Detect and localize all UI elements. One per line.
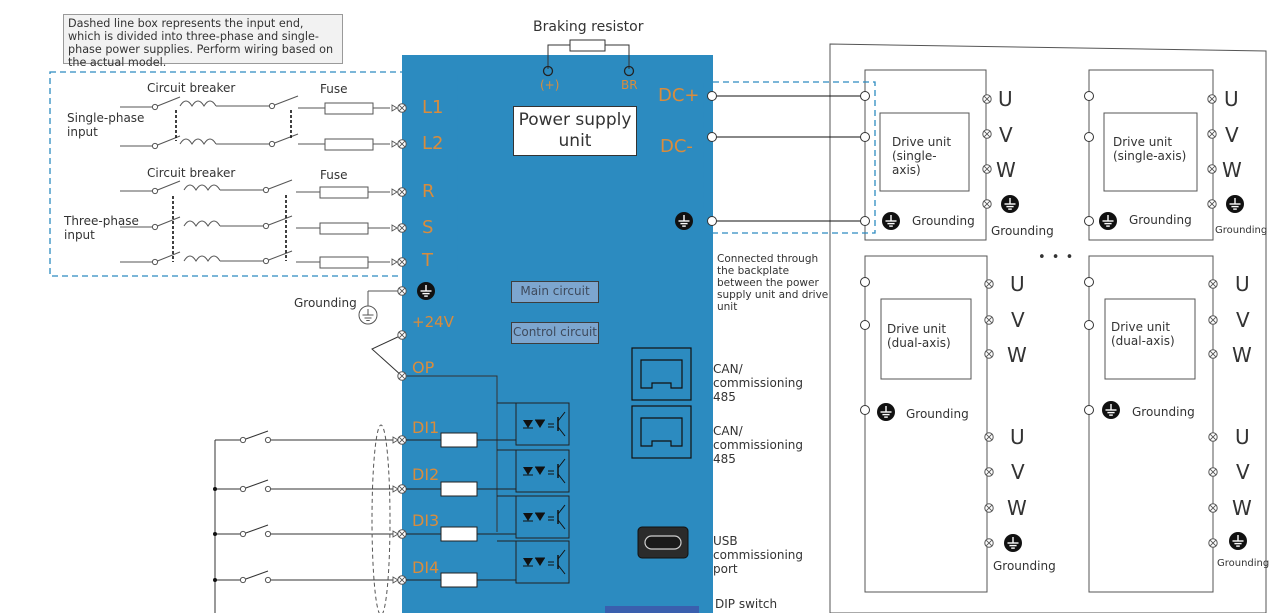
drive-inner-dual-1 xyxy=(880,298,972,380)
drive-dual-1-u2: U xyxy=(1010,425,1025,449)
drive-dual-1-grounding-right: Grounding xyxy=(993,559,1056,573)
di2-label: DI2 xyxy=(412,465,440,484)
terminal-t: T xyxy=(422,250,433,271)
input-dashed-box xyxy=(49,71,458,277)
braking-resistor xyxy=(547,39,630,69)
dip-switch-label: DIP switch xyxy=(715,597,778,611)
drive-single-1-grounding-left: Grounding xyxy=(912,214,975,228)
drive-single-2-grounding-right: Grounding xyxy=(1215,225,1268,236)
terminal-l2: L2 xyxy=(422,133,444,154)
drive-dual-2-u2: U xyxy=(1235,425,1250,449)
psu-title: Power supply unit xyxy=(513,106,637,156)
di-dots xyxy=(213,435,407,585)
plus24v-label: +24V xyxy=(412,313,454,331)
can-label-2: CAN/ commissioning 485 xyxy=(713,424,803,466)
drive-single-1-grounding-right: Grounding xyxy=(991,224,1054,238)
di4-label: DI4 xyxy=(412,558,440,577)
drive-single-1-v: V xyxy=(999,123,1013,147)
main-circuit-label: Main circuit xyxy=(511,281,599,303)
di3-label: DI3 xyxy=(412,511,440,530)
single-fuse-label: Fuse xyxy=(320,82,348,96)
op-wiring xyxy=(371,330,498,532)
drive-inner-dual-2 xyxy=(1104,298,1196,380)
drive-dual-2-u1: U xyxy=(1235,272,1250,296)
drive-dual-1-v1: V xyxy=(1011,308,1025,332)
drive-dual-2-w1: W xyxy=(1232,343,1252,367)
dc-nodes xyxy=(707,91,1094,415)
drive-dual-1-v2: V xyxy=(1011,460,1025,484)
drive-dual-2-v1: V xyxy=(1236,308,1250,332)
drive-single-1-w: W xyxy=(996,158,1016,182)
drive-single-2-v: V xyxy=(1225,123,1239,147)
dc-dashed-box xyxy=(702,81,876,234)
dc-plus-label: DC+ xyxy=(658,85,700,106)
drive-dual-1-w2: W xyxy=(1007,496,1027,520)
terminal-r: R xyxy=(422,181,435,202)
drive-dual-2-v2: V xyxy=(1236,460,1250,484)
di-internal-circuits xyxy=(406,402,570,588)
br-minus-label: BR xyxy=(621,78,638,92)
drive-dual-2-w2: W xyxy=(1232,496,1252,520)
br-plus-label: (+) xyxy=(540,78,560,92)
drive-single-1-u: U xyxy=(998,87,1013,111)
input-note: Dashed line box represents the input end… xyxy=(63,14,343,69)
drive-single-label-1: Drive unit (single-axis) xyxy=(892,135,952,177)
dc-minus-label: DC- xyxy=(660,136,693,157)
di1-label: DI1 xyxy=(412,418,440,437)
drive-single-2-u: U xyxy=(1224,87,1239,111)
dip-switch xyxy=(605,606,699,613)
drive-single-2-grounding-left: Grounding xyxy=(1129,213,1192,227)
backplate-note: Connected through the backplate between … xyxy=(717,253,829,313)
ellipsis: • • • xyxy=(1038,250,1075,265)
three-fuse-label: Fuse xyxy=(320,168,348,182)
three-phase-wiring xyxy=(120,179,390,269)
drive-single-2-w: W xyxy=(1222,158,1242,182)
op-label: OP xyxy=(412,358,435,377)
single-phase-input-label: Single-phase input xyxy=(67,111,145,139)
drive-inner-single-2 xyxy=(1103,112,1198,192)
optocoupler-symbols xyxy=(523,411,566,575)
drive-dual-2-grounding-left: Grounding xyxy=(1132,405,1195,419)
control-circuit-label: Control circuit xyxy=(511,322,599,344)
terminal-s: S xyxy=(422,217,434,238)
drive-dual-1-u1: U xyxy=(1010,272,1025,296)
single-phase-wiring xyxy=(120,95,390,151)
usb-port xyxy=(637,526,689,559)
di-wiring xyxy=(214,424,398,613)
usb-label: USB commissioning port xyxy=(713,534,803,576)
braking-resistor-label: Braking resistor xyxy=(533,19,644,35)
single-breaker-label: Circuit breaker xyxy=(147,81,236,95)
drive-dual-label-2: Drive unit (dual-axis) xyxy=(1111,320,1175,348)
psu-grounding-label: Grounding xyxy=(294,296,357,310)
terminal-l1: L1 xyxy=(422,97,444,118)
drive-dual-1-w1: W xyxy=(1007,343,1027,367)
psu-dc-grounding-icon xyxy=(674,211,694,231)
can-port-1 xyxy=(631,347,692,401)
drive-dual-1-grounding-left: Grounding xyxy=(906,407,969,421)
drive-inner-single-1 xyxy=(879,112,970,192)
three-breaker-label: Circuit breaker xyxy=(147,166,236,180)
drive-dual-label-1: Drive unit (dual-axis) xyxy=(887,322,951,350)
can-label-1: CAN/ commissioning 485 xyxy=(713,362,803,404)
drive-dual-2-grounding-right: Grounding xyxy=(1217,558,1270,569)
three-phase-input-label: Three-phase input xyxy=(64,214,139,242)
can-port-2 xyxy=(631,405,692,459)
contact-dots xyxy=(151,102,276,266)
psu-grounding-wiring xyxy=(358,281,436,325)
dc-bus-lines xyxy=(712,95,865,222)
drive-single-label-2: Drive unit (single-axis) xyxy=(1113,135,1187,163)
